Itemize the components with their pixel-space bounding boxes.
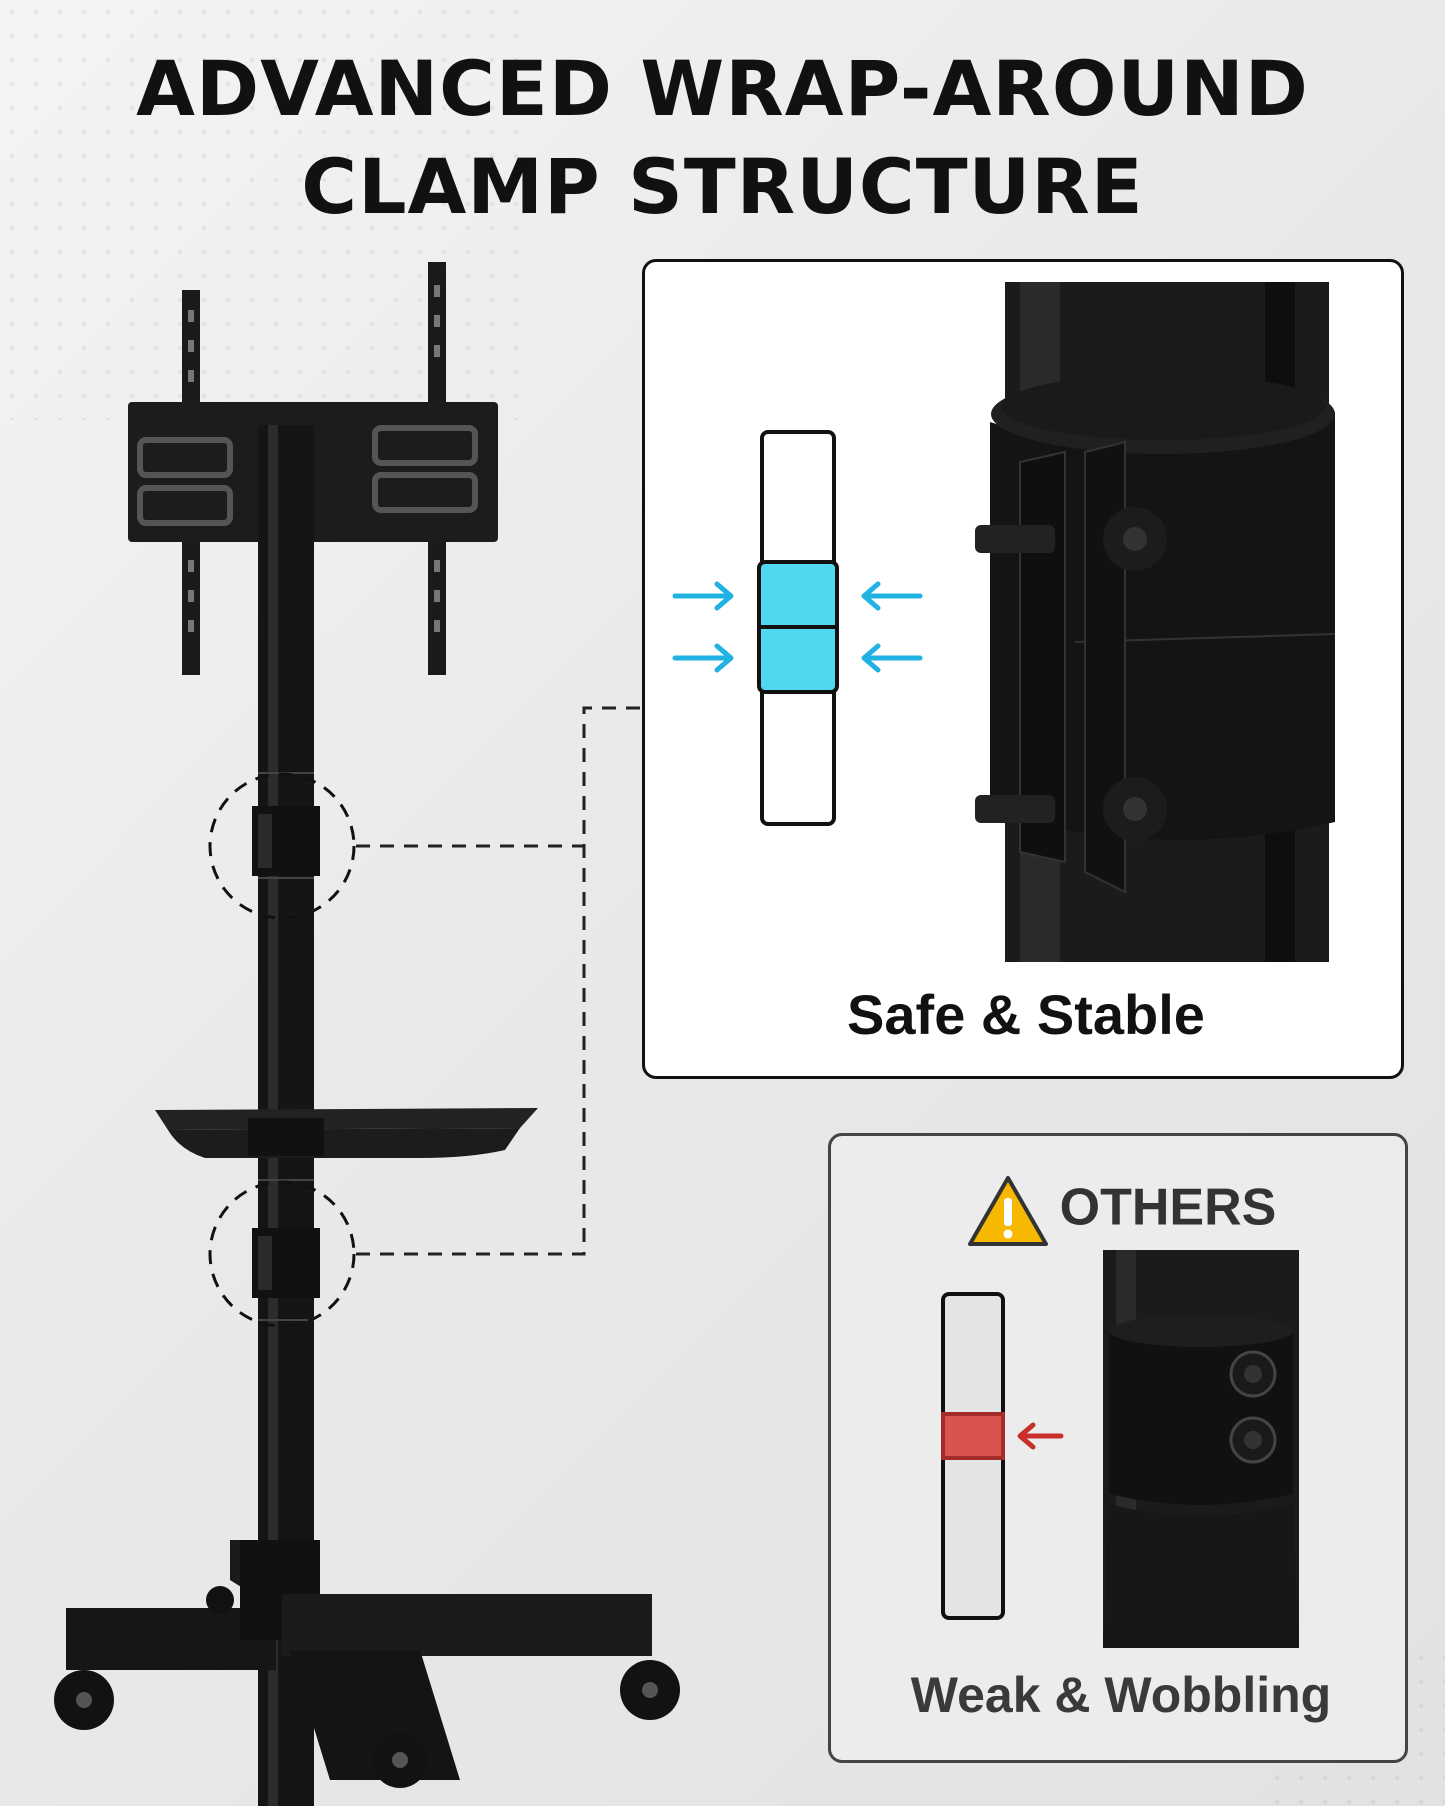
wrap-around-clamp-collar bbox=[990, 412, 1335, 840]
others-heading-text: OTHERS bbox=[1059, 1178, 1277, 1237]
safe-stable-panel: Safe & Stable bbox=[642, 259, 1404, 1079]
others-clamp-bolts bbox=[1229, 1350, 1277, 1464]
safe-stable-label: Safe & Stable bbox=[847, 983, 1205, 1046]
page-title: ADVANCED WRAP-AROUND CLAMP STRUCTURE bbox=[0, 40, 1445, 236]
clamp-bolts bbox=[975, 507, 1167, 841]
title-line-1: ADVANCED WRAP-AROUND bbox=[136, 44, 1309, 133]
highlight-circle-upper bbox=[208, 772, 356, 920]
weak-clamp-diagram bbox=[941, 1250, 1299, 1648]
wrap-around-clamp-diagram bbox=[672, 282, 1336, 962]
media-shelf bbox=[155, 1108, 538, 1158]
title-line-2: CLAMP STRUCTURE bbox=[301, 142, 1144, 231]
callout-connector-lines bbox=[356, 706, 642, 1256]
warning-triangle-icon bbox=[967, 1176, 1048, 1246]
others-clamp-sleeve bbox=[1109, 1321, 1293, 1505]
others-panel: OTHERS Weak & Wobbling bbox=[828, 1133, 1408, 1763]
highlight-circle-lower bbox=[208, 1180, 356, 1328]
weak-wobbling-label: Weak & Wobbling bbox=[910, 1667, 1332, 1723]
stand-base bbox=[66, 1540, 652, 1780]
weak-schematic-contact bbox=[941, 1412, 1005, 1460]
compression-arrow-icons bbox=[672, 581, 923, 673]
pressure-arrow-icon bbox=[1017, 1422, 1064, 1450]
others-heading: OTHERS bbox=[831, 1174, 1411, 1248]
